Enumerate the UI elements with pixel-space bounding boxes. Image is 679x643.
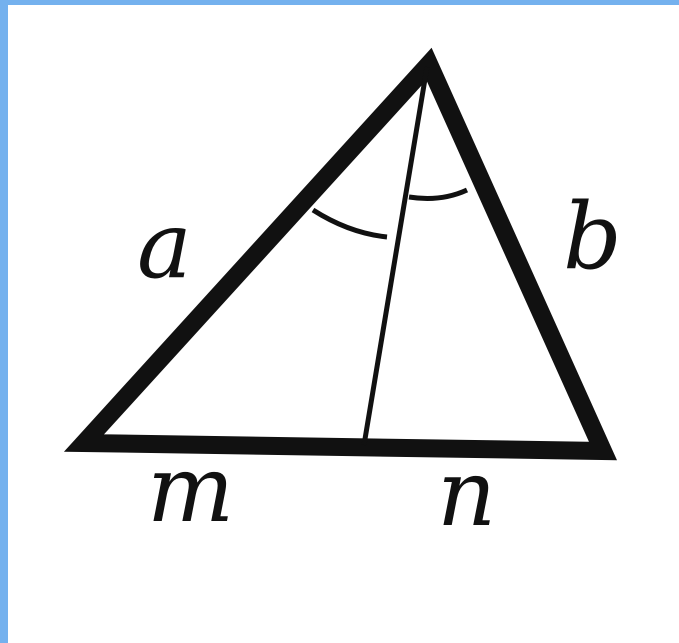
triangle [63,47,618,461]
angle-arc-left [311,207,388,240]
label-n: n [437,440,496,547]
label-m: m [147,436,234,543]
label-a: a [137,192,192,299]
angle-bisector [361,66,430,446]
label-b: b [563,183,622,290]
angle-arc-right [408,187,469,201]
